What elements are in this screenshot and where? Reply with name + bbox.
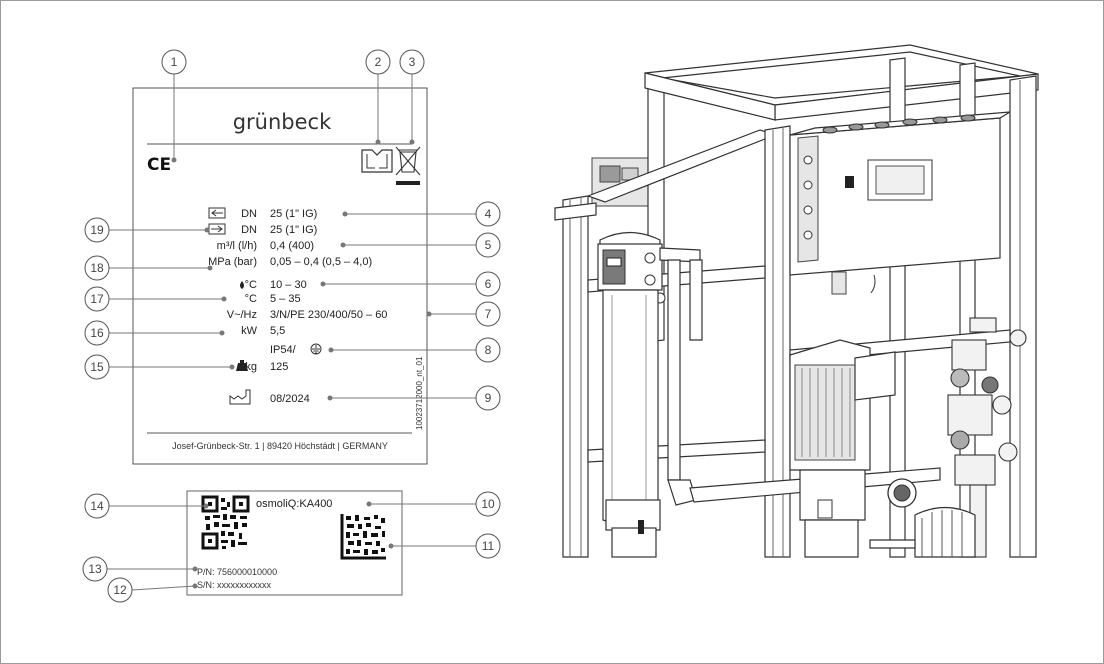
callout-12: 12 <box>107 577 133 603</box>
callout-15: 15 <box>84 354 110 380</box>
callout-number: 1 <box>171 55 178 69</box>
callout-number: 2 <box>375 55 382 69</box>
callout-6: 6 <box>475 271 501 297</box>
callout-3: 3 <box>399 49 425 75</box>
row-value: 125 <box>270 361 288 373</box>
row-value: 0,05 – 0,4 (0,5 – 4,0) <box>270 256 372 268</box>
callout-4: 4 <box>475 201 501 227</box>
data-matrix-icon <box>340 514 386 560</box>
nameplate-border <box>132 87 428 465</box>
ce-mark: CE <box>147 155 171 175</box>
callout-number: 10 <box>481 497 495 511</box>
callout-5: 5 <box>475 232 501 258</box>
weight-icon <box>236 360 248 371</box>
manual-book-icon <box>361 149 393 173</box>
row-unit: DN <box>241 208 257 220</box>
callout-number: 5 <box>485 238 492 252</box>
callout-number: 11 <box>482 539 495 553</box>
callout-number: 6 <box>485 277 492 291</box>
qr-code-icon <box>201 495 250 550</box>
callout-14: 14 <box>84 493 110 519</box>
row-value: 25 (1" IG) <box>270 224 317 236</box>
callout-number: 3 <box>409 55 416 69</box>
callout-number: 8 <box>485 343 492 357</box>
callout-13: 13 <box>82 556 108 582</box>
nameplate: grünbeck CE D <box>132 87 428 465</box>
row-value: 08/2024 <box>270 393 310 405</box>
callout-number: 7 <box>485 307 492 321</box>
product-label: osmoliQ:KA400 P/N: 756000010000 S/N: xxx… <box>186 490 403 596</box>
outlet-arrow-icon <box>208 223 226 235</box>
row-unit: DN <box>241 224 257 236</box>
row-value: 5 – 35 <box>270 293 301 305</box>
brand-logo: grünbeck <box>233 110 332 134</box>
row-value: IP54/ <box>270 344 297 356</box>
weee-bin-icon <box>395 146 421 185</box>
document-code: 10023712000_nt_01 <box>415 356 424 430</box>
callout-number: 17 <box>90 292 104 306</box>
callout-11: 11 <box>475 533 501 559</box>
row-unit: kW <box>241 325 258 337</box>
callout-number: 12 <box>113 583 127 597</box>
row-value: 10 – 30 <box>270 279 307 291</box>
row-value: 3/N/PE 230/400/50 – 60 <box>270 309 387 321</box>
callout-17: 17 <box>84 286 110 312</box>
factory-icon <box>229 389 251 405</box>
row-unit: °C <box>245 293 257 305</box>
callout-number: 18 <box>90 261 104 275</box>
callout-7: 7 <box>475 301 501 327</box>
water-drop-icon <box>240 281 244 289</box>
callout-19: 19 <box>84 217 110 243</box>
callout-number: 15 <box>90 360 104 374</box>
callout-10: 10 <box>475 491 501 517</box>
callout-number: 16 <box>90 326 104 340</box>
row-value: 5,5 <box>270 325 285 337</box>
callout-1: 1 <box>161 49 187 75</box>
row-unit: m³/l (l/h) <box>217 240 257 252</box>
callout-16: 16 <box>84 320 110 346</box>
callout-number: 4 <box>485 207 492 221</box>
inlet-arrow-icon <box>208 207 226 219</box>
callout-8: 8 <box>475 337 501 363</box>
callout-number: 19 <box>90 223 104 237</box>
row-unit: V~/Hz <box>227 309 257 321</box>
manufacturer-address: Josef-Grünbeck-Str. 1 | 89420 Höchstädt … <box>172 441 388 451</box>
callout-2: 2 <box>365 49 391 75</box>
callout-number: 13 <box>88 562 102 576</box>
row-unit: kg <box>245 361 257 373</box>
callout-number: 14 <box>90 499 104 513</box>
callout-18: 18 <box>84 255 110 281</box>
callout-9: 9 <box>475 385 501 411</box>
earth-ground-icon <box>310 343 322 355</box>
callout-number: 9 <box>485 391 492 405</box>
row-unit: °C <box>245 279 257 291</box>
serial-number: S/N: xxxxxxxxxxxx <box>197 580 272 590</box>
row-value: 0,4 (400) <box>270 240 314 252</box>
model-name: osmoliQ:KA400 <box>256 498 332 510</box>
machine-illustration <box>554 44 1039 558</box>
row-unit: MPa (bar) <box>208 256 257 268</box>
part-number: P/N: 756000010000 <box>197 567 277 577</box>
row-value: 25 (1" IG) <box>270 208 317 220</box>
leader-lines <box>107 74 476 591</box>
